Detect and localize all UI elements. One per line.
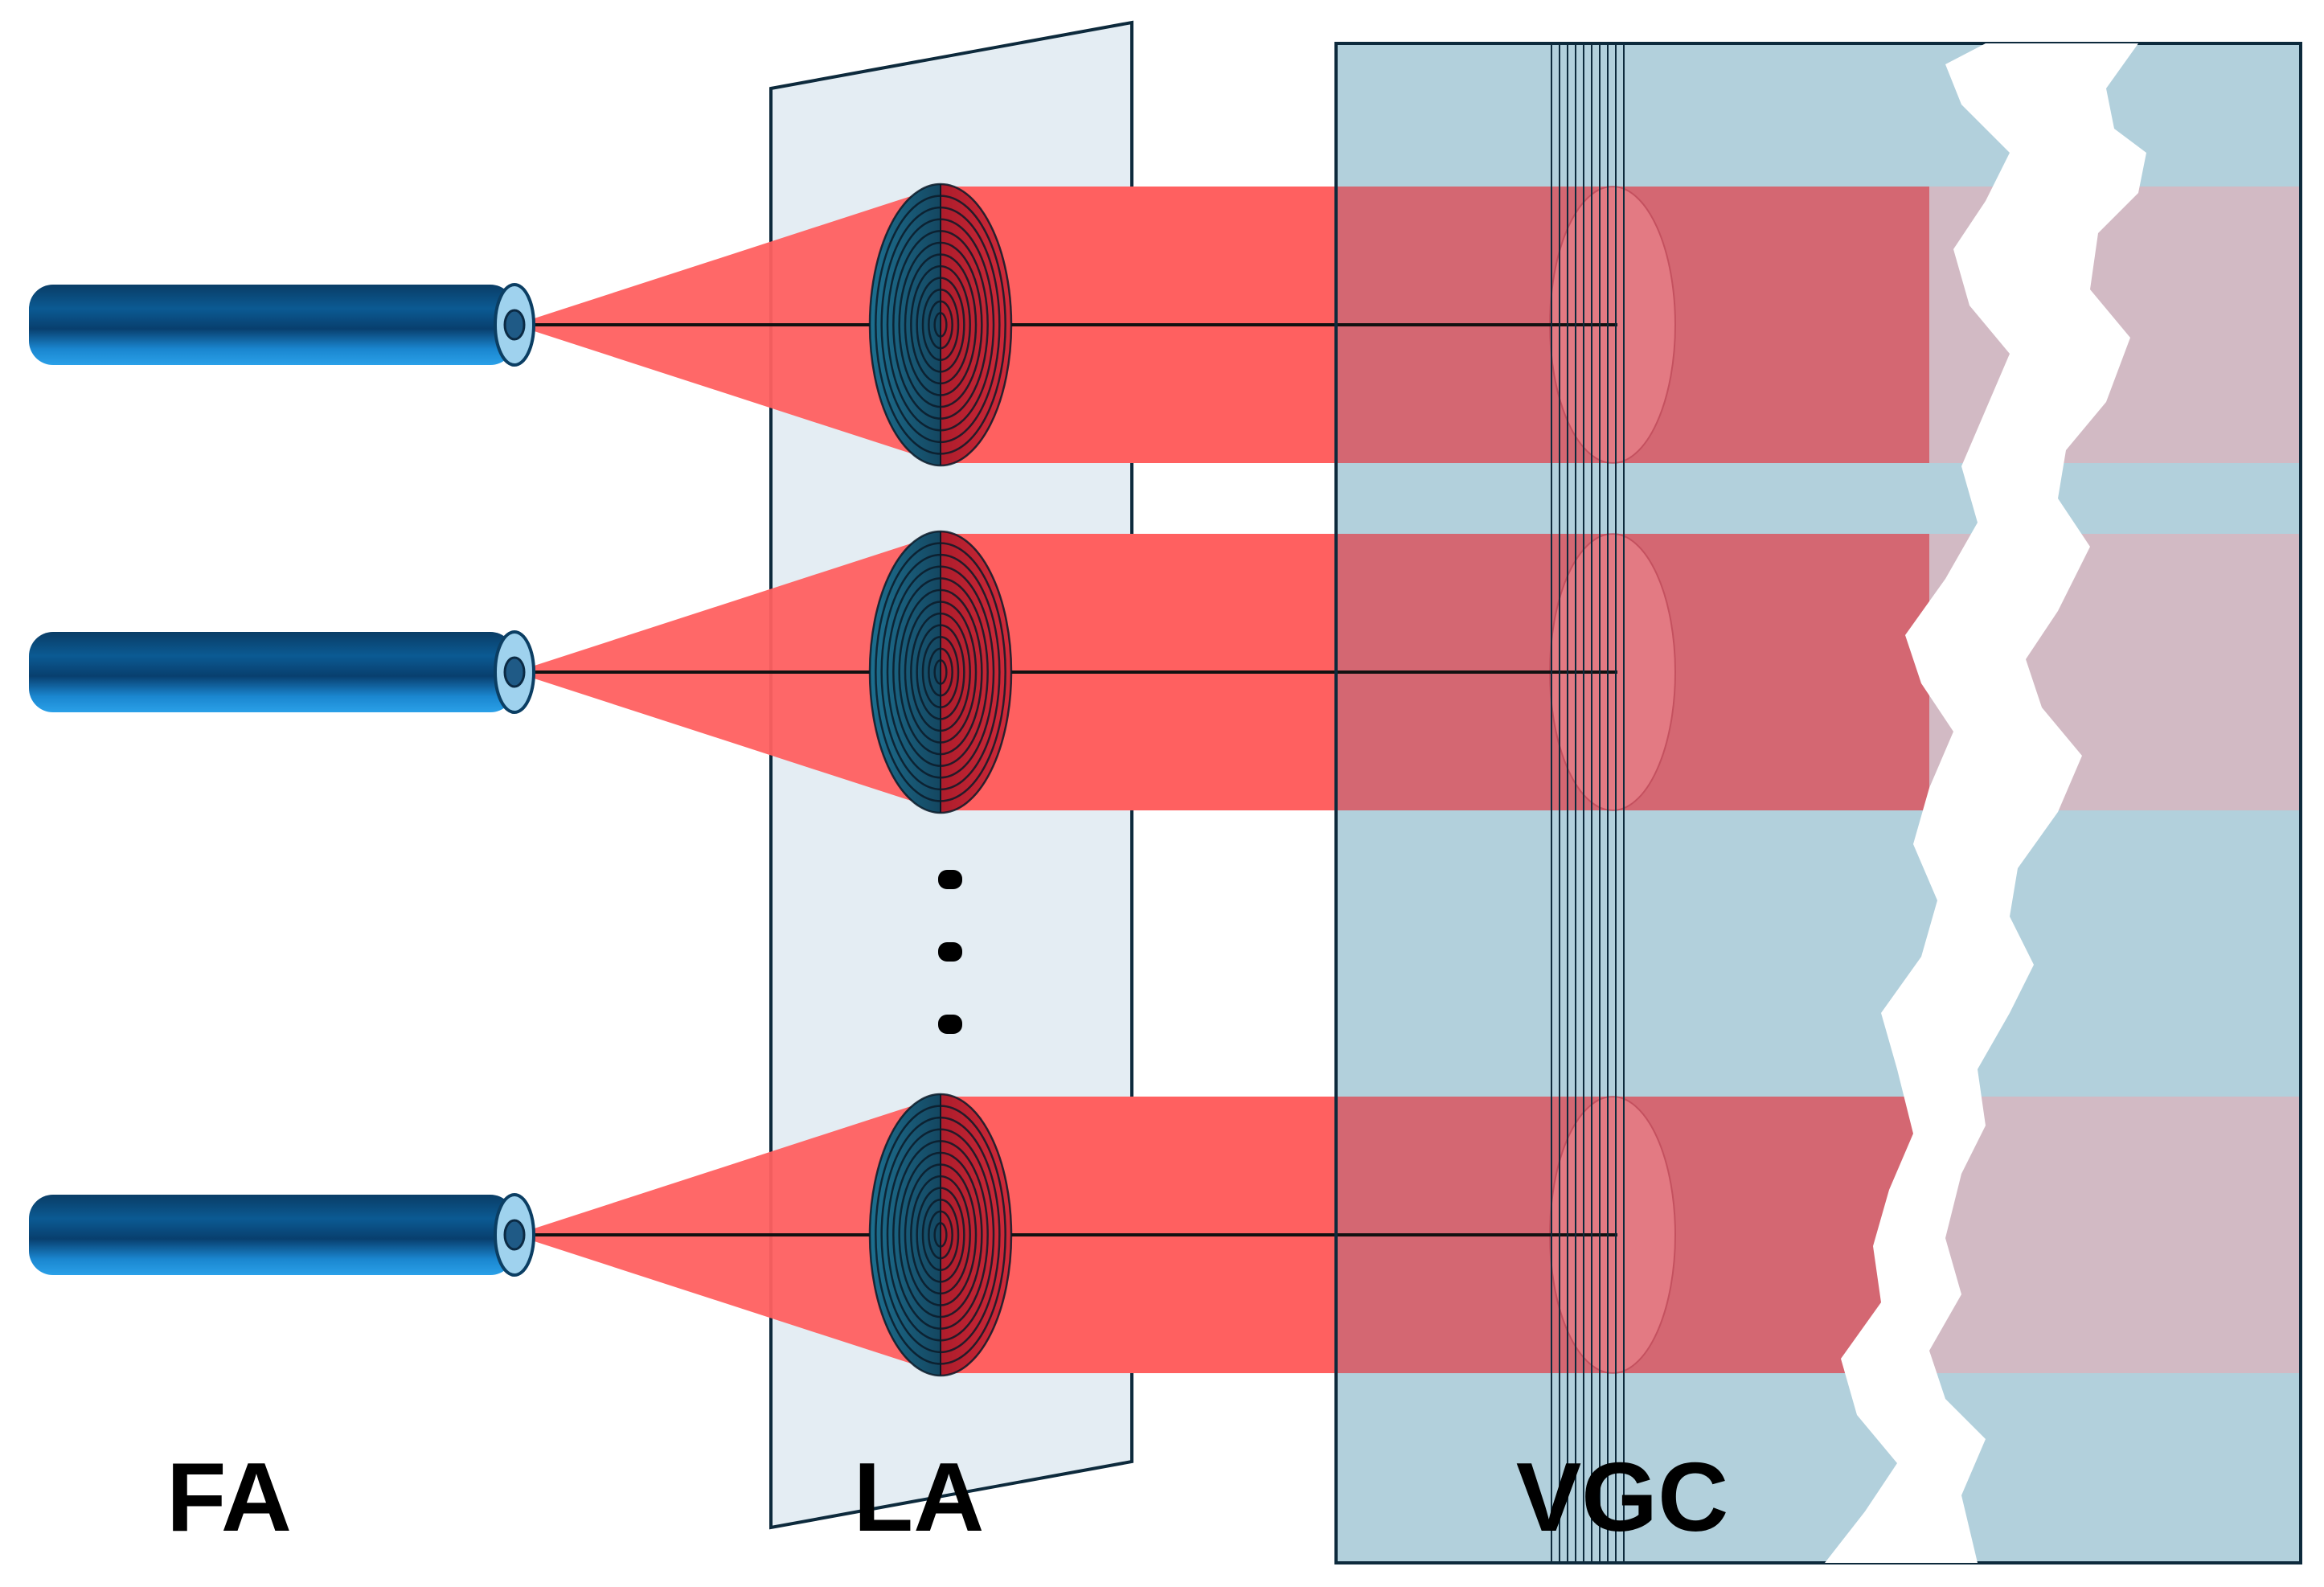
fiber-core xyxy=(503,309,526,341)
vgc-block-outline xyxy=(1334,42,2302,1564)
fiber-array xyxy=(29,283,535,1277)
vgc-break-gap xyxy=(1825,43,2146,1563)
lens-2 xyxy=(868,530,1013,814)
fiber-body xyxy=(29,632,514,712)
vgc-grating-layers xyxy=(1551,43,1625,1563)
label-lens-array: LA xyxy=(854,1442,985,1552)
label-vgc: VGC xyxy=(1516,1442,1728,1552)
beam-group xyxy=(514,186,2301,1374)
fiber-core xyxy=(503,656,526,688)
fiber-body xyxy=(29,1195,514,1275)
ellipsis-dots xyxy=(938,870,962,1034)
fiber-1 xyxy=(29,283,535,367)
lens-array xyxy=(868,182,1013,1377)
lens-1 xyxy=(868,182,1013,467)
fiber-core xyxy=(503,1219,526,1251)
dot xyxy=(938,942,962,962)
beam-channel-1 xyxy=(514,186,2301,464)
fiber-3 xyxy=(29,1193,535,1277)
dot xyxy=(938,1015,962,1034)
dot xyxy=(938,870,962,889)
fiber-body xyxy=(29,285,514,365)
fiber-2 xyxy=(29,630,535,714)
beam-past-break xyxy=(1929,1097,2301,1373)
lens-3 xyxy=(868,1093,1013,1377)
label-fiber-array: FA xyxy=(166,1442,292,1552)
